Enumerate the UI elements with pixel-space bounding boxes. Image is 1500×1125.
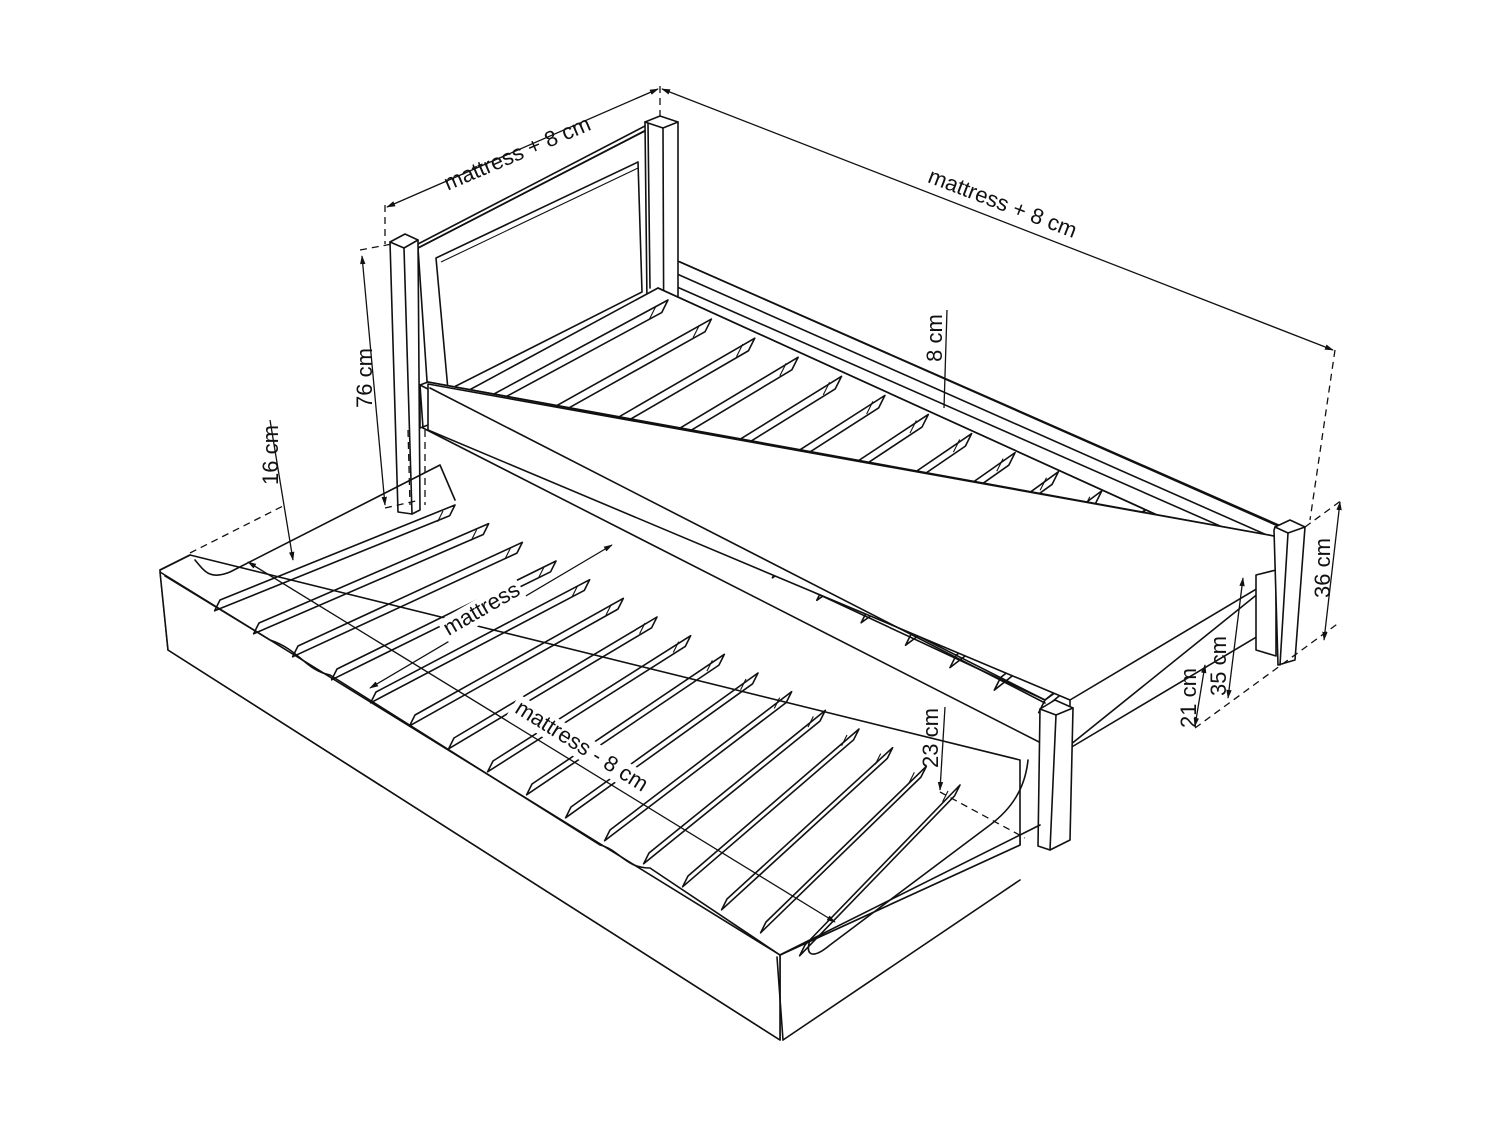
front-rail-board — [427, 383, 1286, 749]
foot-leg-right — [1255, 569, 1277, 657]
foot-post-right — [1273, 519, 1306, 666]
label-trundle-clearance: 21 cm — [1176, 668, 1201, 728]
foot-post-front — [1037, 699, 1074, 851]
label-headboard-height: 76 cm — [352, 348, 377, 408]
label-bed-length: mattress + 8 cm — [925, 163, 1081, 243]
label-rail-height: 35 cm — [1206, 636, 1231, 696]
label-side-rail-height: 8 cm — [922, 314, 947, 362]
label-trundle-side-height: 16 cm — [258, 425, 283, 485]
dimension-lines — [189, 86, 1343, 923]
label-footboard-height: 36 cm — [1310, 538, 1335, 598]
headboard-post-left — [389, 233, 421, 515]
label-trundle-top-height: 23 cm — [918, 708, 943, 768]
